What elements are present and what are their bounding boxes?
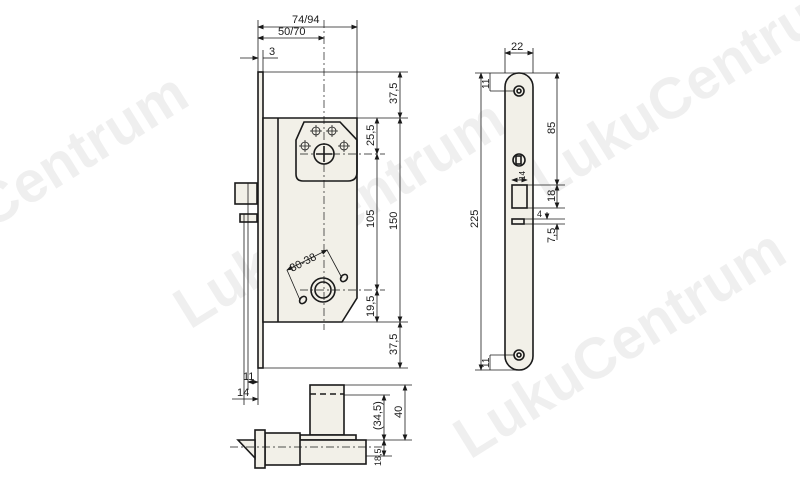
spindle-tube xyxy=(297,439,367,465)
bottom-view: (34,5) 40 18,5 xyxy=(230,384,412,469)
dim-3: 3 xyxy=(269,46,275,58)
dim-4: 4 xyxy=(537,209,542,219)
svg-text:Centrum: Centrum xyxy=(0,60,199,241)
cylinder-housing xyxy=(309,384,345,436)
dim-40: 40 xyxy=(393,406,405,418)
svg-text:LukuCentrum: LukuCentrum xyxy=(442,216,796,471)
dim-top-11: 11 xyxy=(481,78,492,89)
latch-bevel xyxy=(236,439,256,461)
dim-85: 85 xyxy=(546,122,558,134)
dim-14: 14 xyxy=(237,387,249,399)
dim-19-5: 19,5 xyxy=(365,296,377,317)
screw-icons xyxy=(299,125,350,152)
lock-case xyxy=(262,117,358,323)
dim-105: 105 xyxy=(365,210,377,228)
dim-34-5: (34,5) xyxy=(372,401,384,430)
dim-top-37-5: 37,5 xyxy=(388,83,400,104)
dim-bottom-37-5: 37,5 xyxy=(388,334,400,355)
latch-bolt xyxy=(234,182,258,205)
dim-18-5: 18,5 xyxy=(373,448,383,466)
deadlatch-slot xyxy=(511,218,525,225)
dim-7-5: 7,5 xyxy=(546,228,558,243)
strike-plate-view: 22 11 225 85 18 14 4 7,5 11 xyxy=(469,41,565,371)
dim-74-94: 74/94 xyxy=(292,14,320,26)
cylinder-plate xyxy=(295,121,358,182)
dim-18: 18 xyxy=(546,190,558,202)
dim-22: 22 xyxy=(511,41,523,53)
dim-14-strike: 14 xyxy=(518,171,527,180)
dim-25-5: 25,5 xyxy=(365,125,377,146)
dim-11: 11 xyxy=(243,371,254,383)
deadlatch xyxy=(239,213,258,223)
dim-bottom-11: 11 xyxy=(481,357,492,368)
strike-plate xyxy=(504,72,534,371)
dim-50-70: 50/70 xyxy=(278,26,306,38)
dim-150: 150 xyxy=(388,212,400,230)
dim-225: 225 xyxy=(469,210,481,228)
lock-body-view: 74/94 50/70 3 37,5 25,5 105 150 19,5 37,… xyxy=(232,14,408,405)
faceplate-section xyxy=(254,429,266,469)
svg-text:LukuCentrum: LukuCentrum xyxy=(517,0,800,211)
latch-opening xyxy=(511,184,528,209)
